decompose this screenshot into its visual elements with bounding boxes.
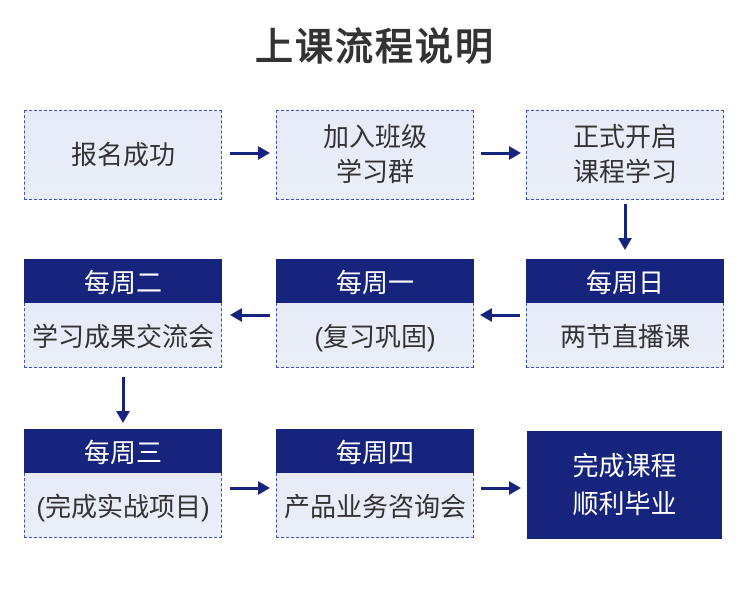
- step-label-line1: 正式开启: [572, 122, 677, 152]
- step-label-line1: 加入班级: [322, 122, 427, 152]
- arrow-right-icon: [230, 481, 270, 495]
- step-day-header: 每周二: [24, 259, 222, 303]
- arrow-down-icon: [618, 204, 632, 250]
- step-label-line2: 顺利毕业: [572, 489, 677, 519]
- arrow-left-icon: [480, 308, 520, 322]
- step-label-line2: 学习群: [335, 157, 414, 187]
- step-content: 学习成果交流会: [24, 303, 222, 368]
- step-signup-success: 报名成功: [24, 110, 222, 200]
- step-day-header: 每周四: [276, 429, 474, 473]
- page-title: 上课流程说明: [254, 27, 495, 69]
- step-join-class-group: 加入班级 学习群: [276, 110, 474, 200]
- step-wednesday-practical-project: 每周三 (完成实战项目): [24, 429, 222, 538]
- step-sunday-live-classes: 每周日 两节直播课: [526, 259, 724, 368]
- arrow-left-icon: [230, 308, 270, 322]
- step-start-course: 正式开启 课程学习: [526, 110, 724, 200]
- step-thursday-consultation-meeting: 每周四 产品业务咨询会: [276, 429, 474, 538]
- step-content: (复习巩固): [276, 303, 474, 368]
- step-monday-review: 每周一 (复习巩固): [276, 259, 474, 368]
- step-tuesday-exchange-meeting: 每周二 学习成果交流会: [24, 259, 222, 368]
- step-day-header: 每周日: [526, 259, 724, 303]
- step-label: 报名成功: [70, 139, 175, 170]
- step-content: (完成实战项目): [24, 473, 222, 538]
- arrow-right-icon: [481, 146, 521, 160]
- step-content: 产品业务咨询会: [276, 473, 474, 538]
- step-label-line2: 课程学习: [572, 157, 677, 187]
- step-label-line1: 完成课程: [572, 451, 677, 481]
- step-graduate: 完成课程 顺利毕业: [527, 431, 722, 539]
- arrow-right-icon: [230, 146, 270, 160]
- arrow-right-icon: [481, 481, 521, 495]
- step-day-header: 每周三: [24, 429, 222, 473]
- arrow-down-icon: [116, 377, 130, 423]
- step-content: 两节直播课: [526, 303, 724, 368]
- step-day-header: 每周一: [276, 259, 474, 303]
